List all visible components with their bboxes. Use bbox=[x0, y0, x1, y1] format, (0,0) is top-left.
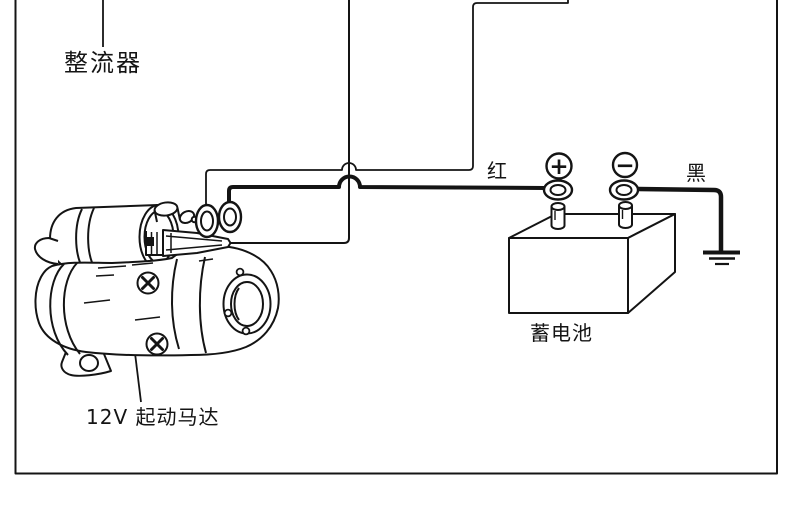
motor-body bbox=[34, 245, 280, 357]
positive-terminal-sign: + bbox=[549, 154, 568, 180]
starter-motor-illustration bbox=[33, 201, 280, 377]
ring-terminal-negative bbox=[608, 179, 640, 201]
negative-terminal-icon bbox=[611, 151, 639, 179]
end-cap-boss bbox=[222, 273, 272, 335]
red-wire-label: 红 bbox=[487, 159, 507, 183]
starter-motor-label: 12V 起动马达 bbox=[86, 405, 220, 429]
positive-terminal-icon bbox=[545, 152, 573, 180]
negative-terminal-sign: − bbox=[615, 153, 634, 179]
screw-icon bbox=[136, 271, 160, 295]
bracket-hole bbox=[79, 354, 99, 372]
solenoid-stud-terminal bbox=[153, 201, 199, 224]
battery-illustration bbox=[508, 201, 676, 314]
wire-black bbox=[637, 186, 724, 251]
wire-red bbox=[227, 174, 546, 204]
rectifier-label: 整流器 bbox=[64, 49, 142, 77]
figure-frame bbox=[14, 0, 778, 475]
battery-front-face bbox=[508, 237, 629, 314]
wire-thin-upper bbox=[205, 0, 569, 207]
battery-post-negative bbox=[618, 201, 633, 229]
ground-icon bbox=[703, 250, 740, 266]
motor-ring-terminal-red bbox=[217, 200, 243, 234]
ring-terminal-positive bbox=[542, 179, 574, 201]
black-wire-label: 黑 bbox=[686, 161, 706, 185]
screw-icon bbox=[145, 332, 169, 356]
battery-label: 蓄电池 bbox=[530, 321, 593, 345]
battery-post-positive bbox=[550, 202, 566, 230]
solenoid-wire bbox=[231, 0, 350, 244]
motor-ring-terminal-thin bbox=[194, 203, 220, 239]
